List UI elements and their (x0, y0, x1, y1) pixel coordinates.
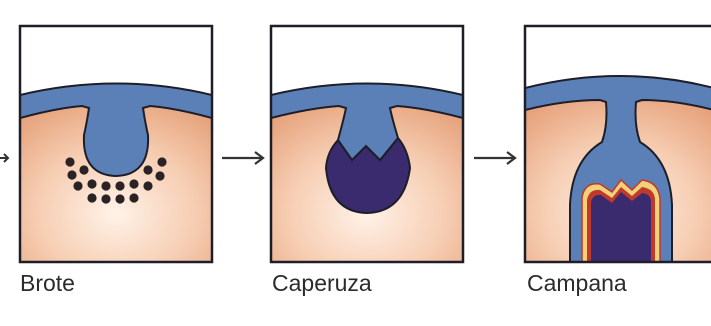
panel-bell (525, 26, 711, 262)
panel-bud (20, 26, 212, 262)
label-cap: Caperuza (272, 270, 372, 297)
dental-papilla (591, 192, 651, 262)
right-arrow-icon (222, 152, 263, 164)
label-bell: Campana (527, 270, 627, 297)
right-arrow-icon (0, 154, 8, 162)
panel-cap (271, 26, 463, 262)
label-bud: Brote (20, 270, 75, 297)
right-arrow-icon (474, 152, 515, 164)
